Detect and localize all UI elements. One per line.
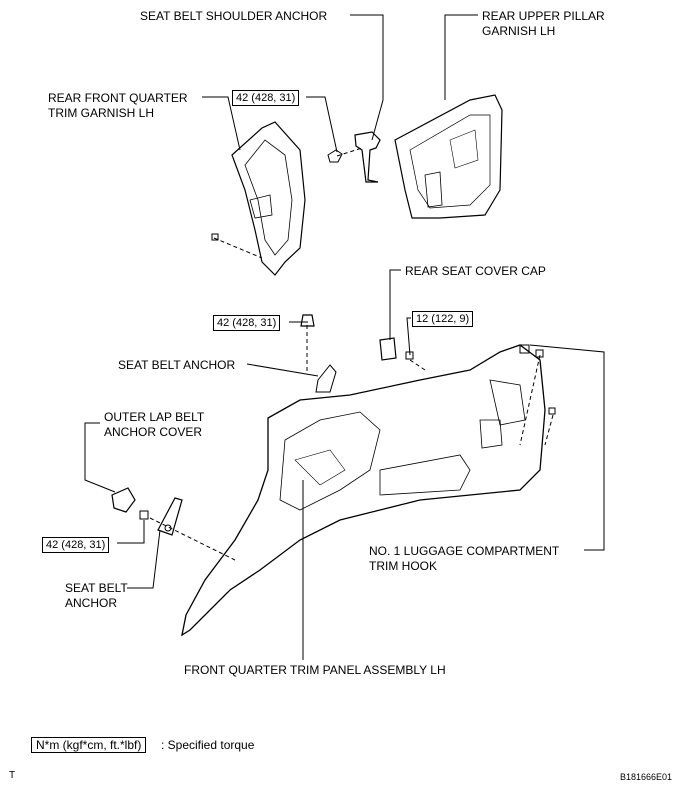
label-rear-upper-pillar-line1: REAR UPPER PILLAR bbox=[482, 9, 605, 23]
label-rear-upper-pillar-line2: GARNISH LH bbox=[482, 24, 556, 38]
label-seat-belt-shoulder-anchor: SEAT BELT SHOULDER ANCHOR bbox=[140, 9, 328, 23]
seat-belt-anchor-upper-shape bbox=[300, 314, 315, 327]
leader-lap-cover bbox=[84, 422, 116, 493]
leader-luggage-hook bbox=[529, 344, 605, 551]
label-seat-belt-anchor-upper: SEAT BELT ANCHOR bbox=[118, 358, 236, 372]
leader-torque-shoulder bbox=[306, 96, 338, 153]
seat-belt-anchor-lower-shape bbox=[157, 497, 183, 536]
label-luggage-hook-line2: TRIM HOOK bbox=[369, 559, 437, 573]
label-rear-seat-cover-cap: REAR SEAT COVER CAP bbox=[405, 264, 546, 278]
rear-upper-pillar-garnish-shape bbox=[394, 94, 503, 219]
torque-box-trim-bolt: 12 (122, 9) bbox=[412, 311, 474, 327]
torque-box-lap-anchor: 42 (428, 31) bbox=[42, 537, 110, 553]
leader-rear-front-quarter bbox=[202, 96, 241, 151]
rear-seat-cover-cap-shape bbox=[379, 337, 397, 361]
label-outer-lap-belt-line1: OUTER LAP BELT bbox=[104, 410, 205, 424]
leader-torque-lap bbox=[117, 520, 145, 544]
leader-shoulder-anchor bbox=[350, 14, 384, 141]
leader-rear-upper-pillar bbox=[444, 14, 478, 100]
leader-torque-12 bbox=[406, 317, 411, 356]
label-luggage-hook-line1: NO. 1 LUGGAGE COMPARTMENT bbox=[369, 544, 560, 558]
leader-seat-belt-anchor-lower bbox=[127, 529, 161, 589]
front-quarter-panel-shape bbox=[181, 344, 546, 637]
label-seat-belt-anchor-lower-line1: SEAT BELT bbox=[65, 581, 128, 595]
shoulder-anchor-shape bbox=[354, 131, 381, 183]
leader-seat-cover-cap bbox=[389, 269, 401, 340]
torque-box-seat-belt-anchor: 42 (428, 31) bbox=[213, 315, 281, 331]
label-rear-front-quarter-line2: TRIM GARNISH LH bbox=[48, 106, 155, 120]
legend-unit-box: N*m (kgf*cm, ft.*lbf) bbox=[31, 737, 147, 753]
torque-box-shoulder-anchor: 42 (428, 31) bbox=[232, 90, 300, 106]
label-seat-belt-anchor-lower-line2: ANCHOR bbox=[65, 596, 118, 610]
label-rear-front-quarter-line1: REAR FRONT QUARTER bbox=[48, 91, 188, 105]
figure-code: B181666E01 bbox=[620, 772, 673, 782]
leader-seat-belt-anchor-upper bbox=[246, 363, 319, 377]
rear-front-quarter-garnish-shape bbox=[231, 121, 306, 276]
label-front-quarter-panel: FRONT QUARTER TRIM PANEL ASSEMBLY LH bbox=[184, 663, 446, 677]
corner-mark: T bbox=[9, 770, 16, 781]
outer-lap-belt-cover-shape bbox=[111, 487, 136, 513]
legend-description: : Specified torque bbox=[161, 738, 255, 752]
label-outer-lap-belt-line2: ANCHOR COVER bbox=[104, 425, 203, 439]
